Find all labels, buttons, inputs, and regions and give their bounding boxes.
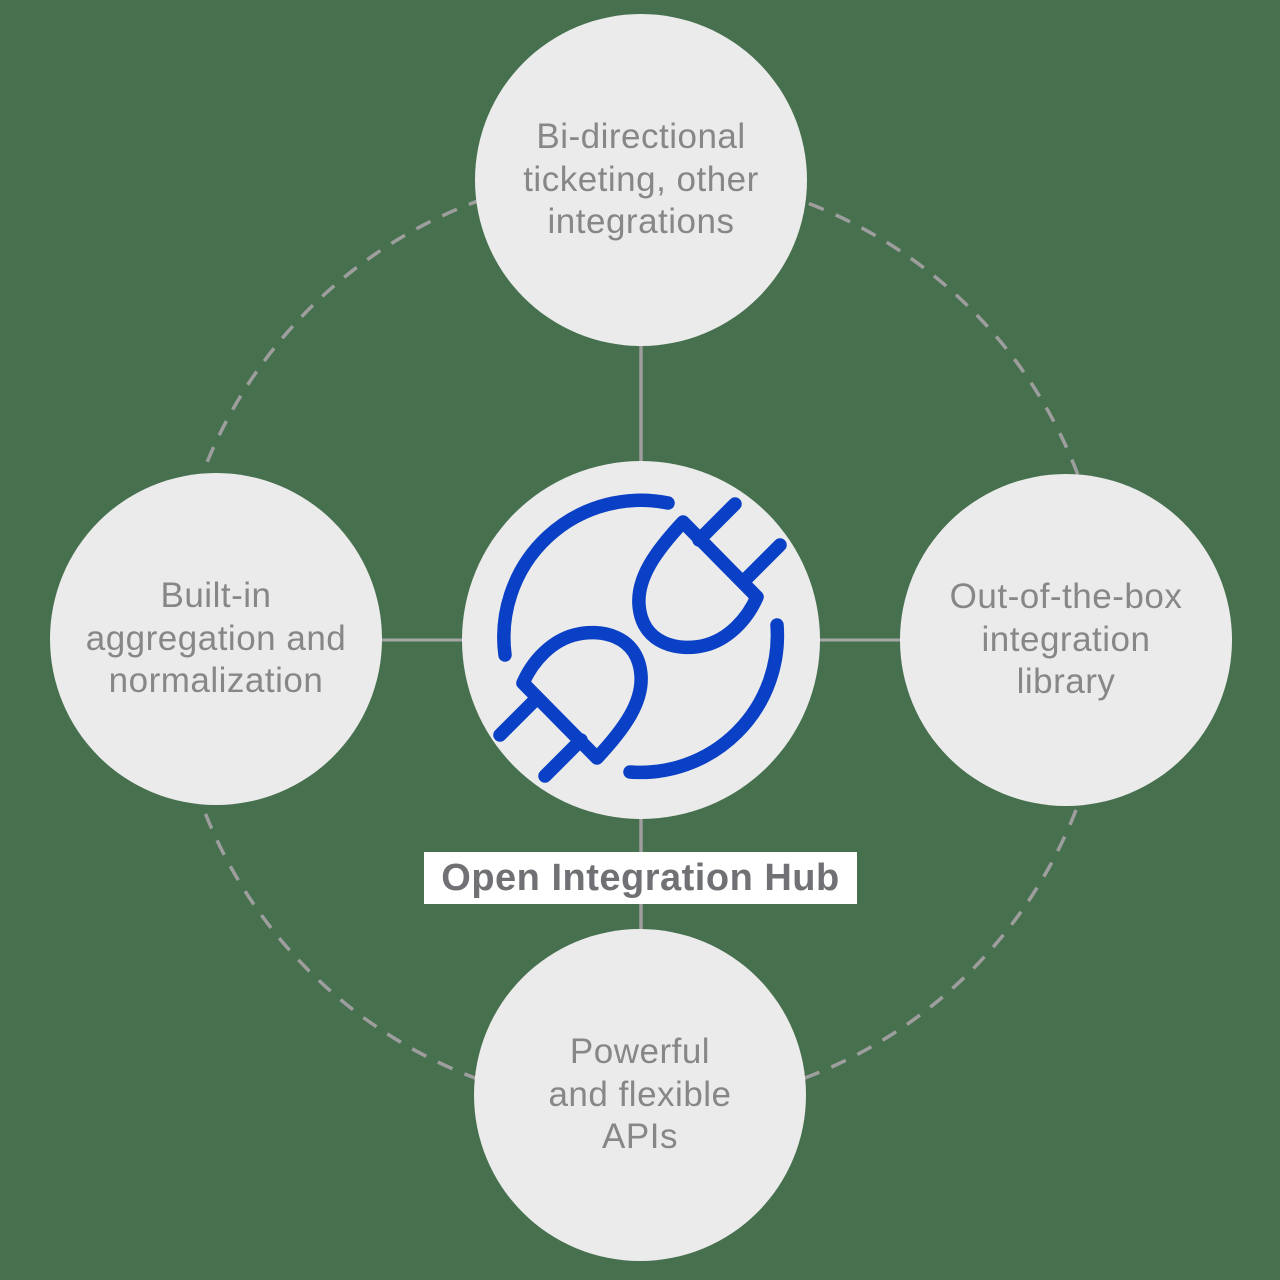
node-text-outofthebox-library: Out-of-the-box integration library [949, 576, 1183, 702]
node-text-builtin-aggregation: Built-in aggregation and normalization [85, 575, 347, 701]
icon-plug-lower-prong-2 [493, 692, 543, 742]
node-outofthebox-library: Out-of-the-box integration library [900, 474, 1232, 806]
icon-plug-upper-prong-1 [692, 497, 742, 547]
node-text-bidirectional-ticketing: Bi-directional ticketing, other integrat… [523, 116, 759, 242]
node-builtin-aggregation: Built-in aggregation and normalization [50, 473, 382, 805]
icon-arc-top-left [497, 493, 675, 662]
icon-arc-bottom-right [623, 618, 785, 780]
icon-plug-upper-prong-2 [737, 538, 787, 588]
icon-plug-upper-body [632, 515, 764, 655]
hub-label-text: Open Integration Hub [441, 856, 840, 899]
node-powerful-apis: Powerful and flexible APIs [474, 929, 806, 1261]
plug-connectors-icon [493, 493, 787, 783]
hub-label: Open Integration Hub [424, 852, 857, 904]
icon-plug-lower-body [516, 625, 648, 765]
icon-plug-lower-prong-1 [538, 733, 588, 783]
node-text-powerful-apis: Powerful and flexible APIs [548, 1031, 732, 1157]
node-hub-center [462, 461, 820, 819]
node-bidirectional-ticketing: Bi-directional ticketing, other integrat… [475, 14, 807, 346]
